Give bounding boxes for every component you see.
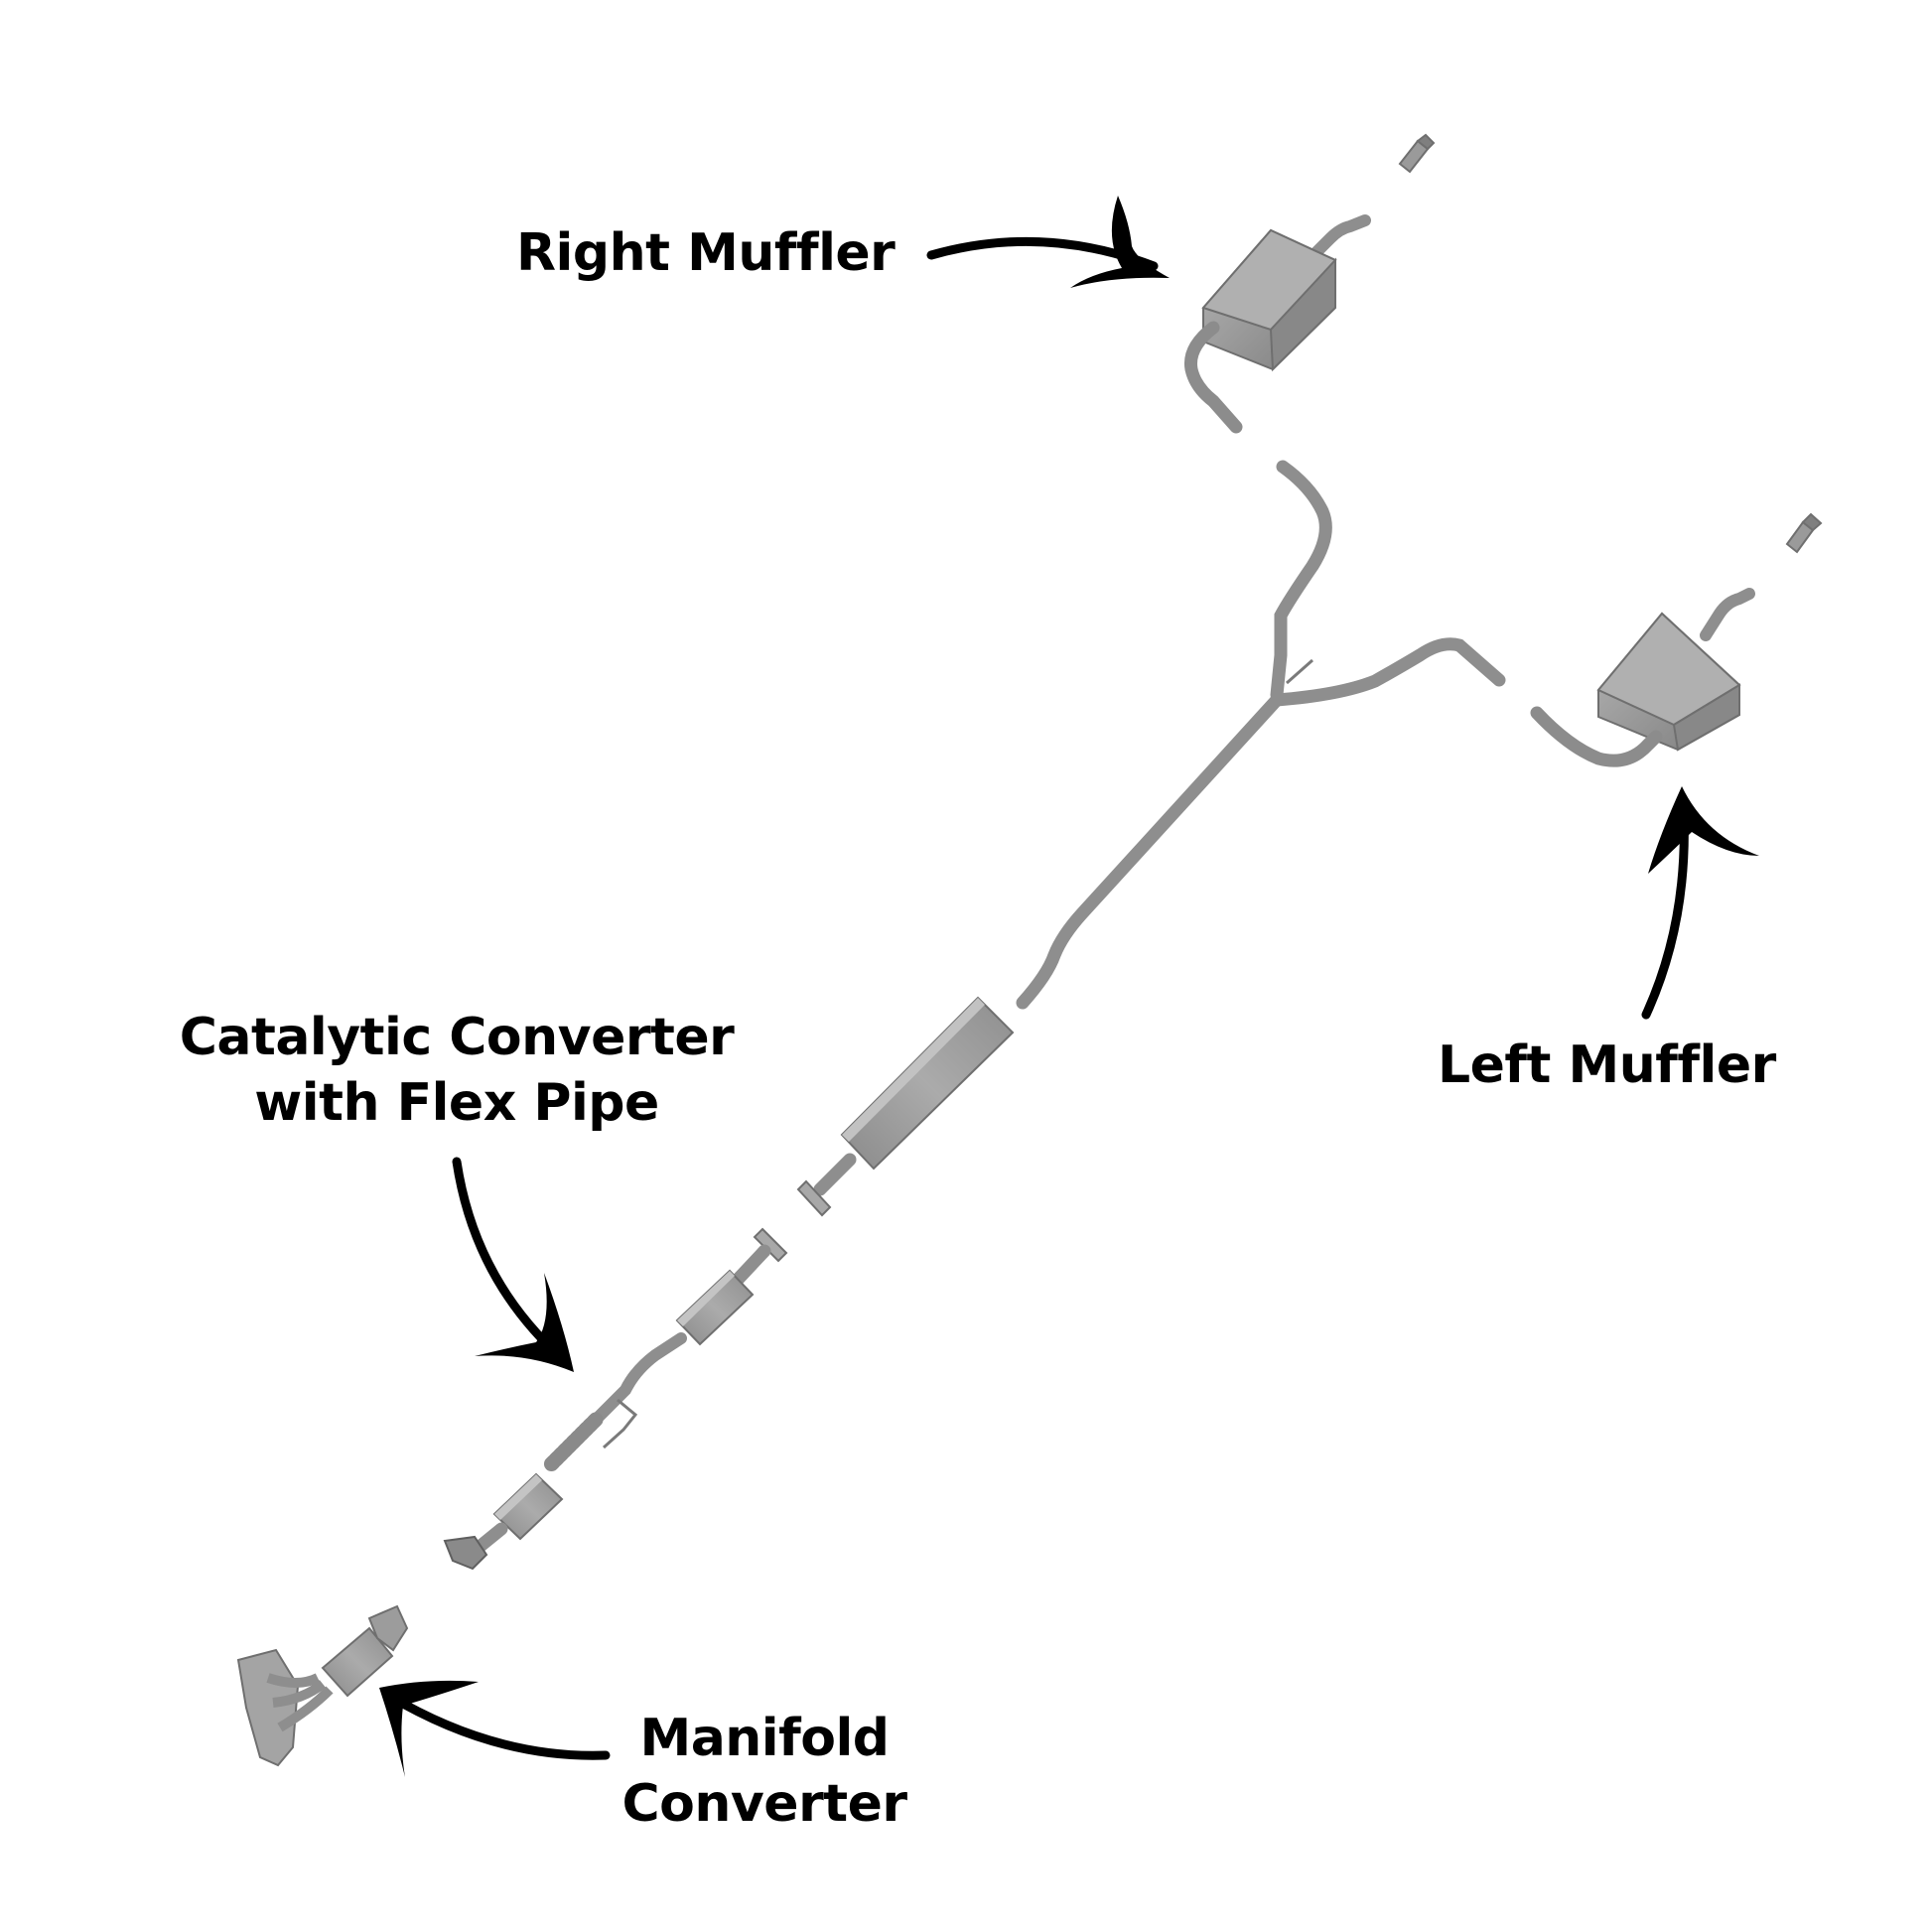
y-pipe-flange-icon [796, 1179, 832, 1217]
catalytic-converter-label-line2: with Flex Pipe [254, 1073, 659, 1133]
flex-pipe-icon [543, 1412, 604, 1472]
front-catalytic-converter-icon [492, 1472, 564, 1541]
left-muffler-tip-icon [1785, 512, 1823, 554]
y-pipe-main-pipe [1016, 693, 1284, 1010]
front-flange-icon [443, 1535, 488, 1571]
left-muffler-label-text: Left Muffler [1438, 1035, 1776, 1095]
resonator-icon [840, 996, 1015, 1171]
left-muffler-inlet-pipe [1530, 706, 1663, 767]
right-muffler-label: Right Muffler [516, 220, 896, 286]
rear-catalytic-converter-icon [675, 1269, 755, 1346]
left-muffler-assembly [1530, 512, 1823, 767]
right-muffler-arrow-icon [926, 196, 1170, 288]
right-muffler-assembly [1183, 133, 1436, 434]
catalytic-converter-label: Catalytic Converter with Flex Pipe [159, 1005, 755, 1136]
right-muffler-icon [1201, 228, 1337, 372]
manifold-converter-label: Manifold Converter [596, 1706, 933, 1837]
left-muffler-label: Left Muffler [1438, 1033, 1776, 1098]
y-pipe-resonator-assembly [796, 460, 1506, 1217]
y-pipe-right-branch [1270, 460, 1332, 702]
catalytic-converter-label-line1: Catalytic Converter [179, 1008, 735, 1067]
manifold-arrow-icon [379, 1680, 611, 1777]
catalytic-converter-flex-pipe-assembly [443, 1227, 788, 1571]
manifold-converter-label-line1: Manifold [639, 1709, 890, 1768]
left-muffler-outlet-pipe [1700, 588, 1755, 641]
y-pipe-left-branch [1270, 637, 1506, 707]
right-muffler-inlet-pipe [1183, 321, 1243, 434]
right-muffler-outlet-pipe [1303, 214, 1371, 266]
right-muffler-label-text: Right Muffler [516, 223, 896, 283]
left-muffler-arrow-icon [1641, 786, 1759, 1020]
left-muffler-icon [1596, 612, 1741, 752]
manifold-converter-label-line2: Converter [621, 1774, 907, 1834]
catalytic-converter-arrow-icon [452, 1157, 574, 1372]
right-muffler-tip-icon [1398, 133, 1436, 174]
manifold-converter-icon [236, 1604, 409, 1767]
